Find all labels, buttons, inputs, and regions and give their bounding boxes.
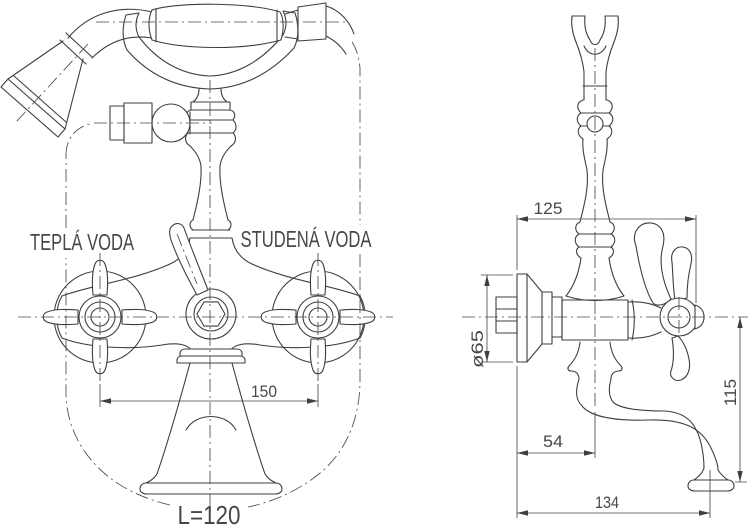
- shower-column: [169, 109, 253, 265]
- shower-hose-loop: [65, 41, 361, 508]
- mixer-body: [56, 223, 366, 351]
- front-view: 150 TEPLÁ VODA STUDENÁ VODA L=120: [0, 2, 393, 530]
- cold-water-label: STUDENÁ VODA: [241, 226, 372, 252]
- dim-115-text: 115: [721, 379, 740, 406]
- dim-hose-length-text: L=120: [178, 500, 241, 530]
- dimension-flange-65: ø65: [468, 274, 513, 368]
- dimension-54: 54: [516, 366, 596, 518]
- hose-elbow: [109, 102, 191, 144]
- tub-spout-front: [139, 348, 283, 495]
- hot-water-label: TEPLÁ VODA: [30, 229, 134, 255]
- wall-flange: [495, 273, 563, 363]
- side-handle: [633, 222, 705, 381]
- side-view: 125 ø65 54 115 134: [462, 15, 748, 518]
- dim-125-text: 125: [534, 199, 563, 218]
- diverter-lever: [169, 223, 209, 296]
- side-spout: [567, 341, 735, 492]
- dimension-115: 115: [721, 317, 747, 483]
- dim-150-text: 150: [251, 382, 277, 401]
- dimension-125: 125: [516, 199, 697, 303]
- front-centerlines: [15, 21, 393, 508]
- side-column: [565, 99, 625, 302]
- dim-134-text: 134: [595, 493, 619, 512]
- side-body: [561, 299, 662, 341]
- dimension-134: 134: [517, 470, 711, 518]
- side-centerlines: [462, 48, 748, 408]
- dim-54-text: 54: [543, 432, 563, 451]
- dimension-150: 150: [99, 382, 319, 407]
- hand-shower: [0, 2, 355, 138]
- dim-flange-diameter-text: ø65: [468, 330, 487, 368]
